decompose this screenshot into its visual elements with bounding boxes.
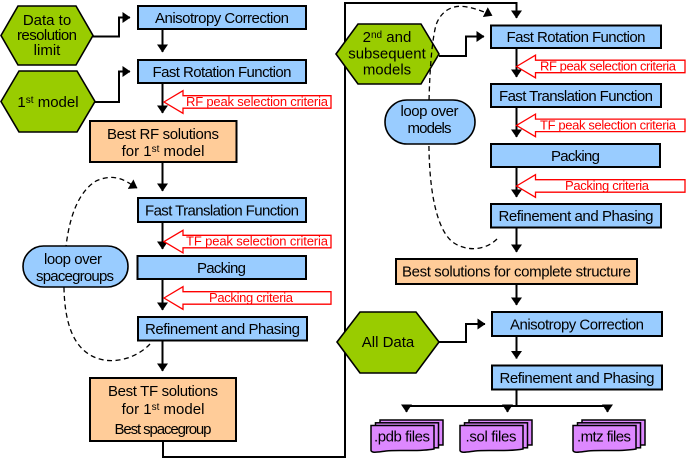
svg-text:limit: limit	[34, 42, 61, 59]
svg-text:1st model: 1st model	[17, 94, 78, 111]
svg-text:models: models	[363, 62, 411, 79]
svg-text:resolution: resolution	[17, 27, 77, 44]
svg-text:2nd and: 2nd and	[363, 29, 412, 46]
svg-text:subsequent: subsequent	[348, 46, 426, 63]
svg-text:.mtz files: .mtz files	[577, 429, 631, 446]
svg-text:Fast Translation Function: Fast Translation Function	[145, 203, 299, 220]
svg-text:spacegroups: spacegroups	[36, 268, 114, 285]
svg-text:Packing: Packing	[197, 260, 246, 277]
svg-text:models: models	[408, 120, 452, 137]
svg-text:Refinement and Phasing: Refinement and Phasing	[499, 208, 654, 225]
svg-text:Packing criteria: Packing criteria	[209, 290, 294, 305]
svg-text:RF peak selection criteria: RF peak selection criteria	[186, 94, 329, 109]
svg-text:Data to: Data to	[23, 12, 71, 29]
svg-text:Fast Translation Function: Fast Translation Function	[499, 88, 653, 105]
svg-text:All Data: All Data	[362, 334, 415, 351]
svg-text:Best RF solutions: Best RF solutions	[107, 126, 219, 143]
svg-text:Fast Rotation Function: Fast Rotation Function	[507, 29, 646, 46]
svg-text:loop over: loop over	[44, 251, 102, 268]
svg-text:.sol files: .sol files	[466, 429, 517, 446]
svg-text:Anisotropy Correction: Anisotropy Correction	[155, 10, 289, 27]
svg-text:Packing: Packing	[551, 148, 600, 165]
svg-text:Refinement and Phasing: Refinement and Phasing	[500, 370, 655, 387]
svg-text:TF peak selection criteria: TF peak selection criteria	[186, 234, 329, 249]
svg-text:Best solutions for complete st: Best solutions for complete structure	[402, 264, 631, 281]
svg-text:for 1st model: for 1st model	[122, 401, 205, 418]
svg-text:Packing criteria: Packing criteria	[565, 178, 650, 193]
svg-text:RF peak selection criteria: RF peak selection criteria	[540, 59, 677, 74]
svg-text:for 1st model: for 1st model	[122, 143, 205, 160]
svg-text:TF peak selection criteria: TF peak selection criteria	[540, 118, 677, 133]
svg-text:Fast Rotation Function: Fast Rotation Function	[153, 64, 292, 81]
svg-text:Best spacegroup: Best spacegroup	[115, 421, 212, 438]
svg-text:Refinement and Phasing: Refinement and Phasing	[145, 321, 300, 338]
svg-text:Anisotropy Correction: Anisotropy Correction	[510, 317, 644, 334]
svg-text:loop over: loop over	[401, 103, 459, 120]
svg-text:Best TF solutions: Best TF solutions	[108, 383, 218, 400]
svg-text:.pdb files: .pdb files	[374, 429, 430, 446]
